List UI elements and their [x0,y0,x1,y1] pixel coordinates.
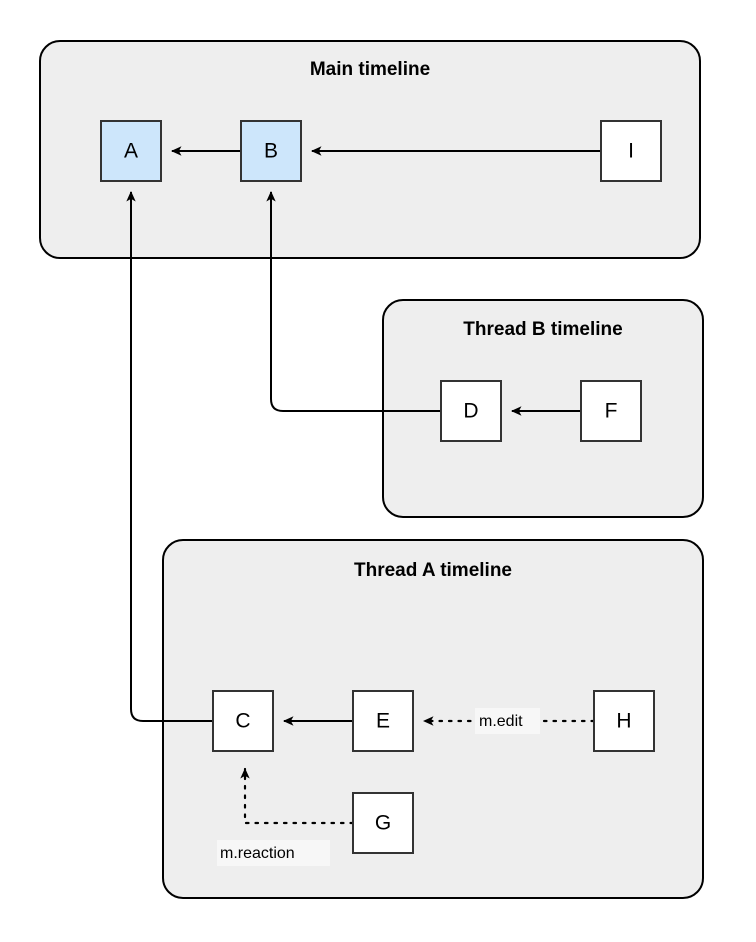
edge-G-to-C [240,767,355,825]
group-thread-b-timeline-title: Thread B timeline [463,319,622,340]
node-H-label: H [616,710,631,733]
edge-label-m-edit-bg [475,708,540,734]
group-main-timeline-title: Main timeline [310,59,430,80]
edge-C-to-A [126,191,213,722]
node-D-label: D [463,400,478,423]
node-D[interactable]: D [440,380,502,442]
node-H-box[interactable] [593,690,655,752]
group-thread-b-timeline: Thread B timeline [382,299,704,518]
node-B-box[interactable] [240,120,302,182]
node-A[interactable]: A [100,120,162,182]
node-G-label: G [375,812,391,835]
edge-label-m-reaction-bg [217,840,330,866]
edge-label-m-reaction-text: m.reaction [220,845,295,862]
edge-label-m-edit: m.edit [475,708,540,734]
group-main-timeline-box [39,40,701,259]
node-I-label: I [628,140,634,163]
node-C-label: C [235,710,250,733]
edge-label-m-edit-text: m.edit [479,713,523,730]
node-E-label: E [376,710,390,733]
node-I-box[interactable] [600,120,662,182]
node-E-box[interactable] [352,690,414,752]
node-E[interactable]: E [352,690,414,752]
node-A-box[interactable] [100,120,162,182]
node-G-box[interactable] [352,792,414,854]
group-thread-b-timeline-box [382,299,704,518]
group-thread-a-timeline-title: Thread A timeline [354,560,512,581]
edge-label-m-reaction: m.reaction [217,840,330,866]
node-F[interactable]: F [580,380,642,442]
node-F-box[interactable] [580,380,642,442]
group-main-timeline: Main timeline [39,40,701,259]
node-H[interactable]: H [593,690,655,752]
node-I[interactable]: I [600,120,662,182]
node-A-label: A [124,140,138,163]
node-B[interactable]: B [240,120,302,182]
node-B-label: B [264,140,278,163]
node-D-box[interactable] [440,380,502,442]
node-C-box[interactable] [212,690,274,752]
edge-D-to-B [266,191,441,412]
node-F-label: F [605,400,618,423]
node-G[interactable]: G [352,792,414,854]
node-C[interactable]: C [212,690,274,752]
